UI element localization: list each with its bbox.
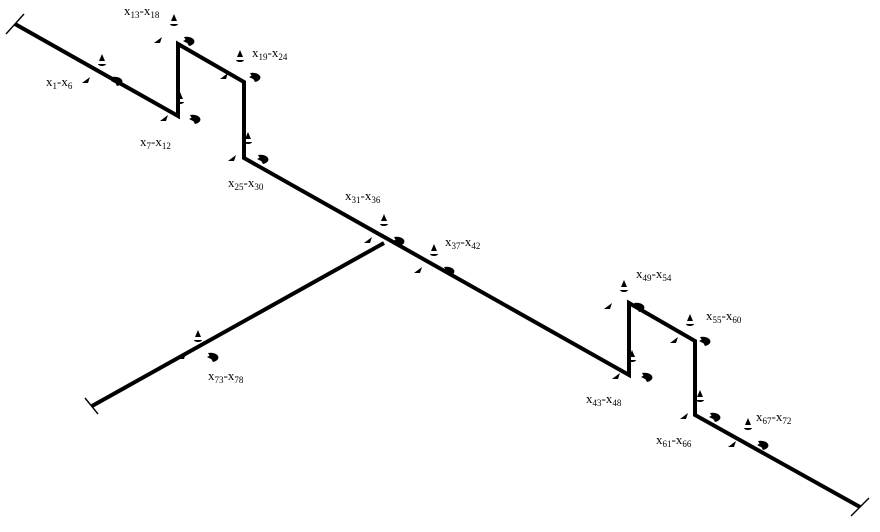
- anchor-bottom-right: [850, 497, 870, 517]
- dof-symbol: [604, 280, 645, 312]
- main-pipe-run: [14, 22, 861, 509]
- branch-pipe-run: [91, 241, 385, 408]
- node-label: x25-x30: [228, 175, 264, 192]
- anchor-bottom-left: [84, 397, 99, 415]
- node-label: x43-x48: [586, 391, 622, 408]
- anchor-top-left: [5, 13, 25, 35]
- node-label: x31-x36: [345, 188, 381, 205]
- node-label: x19-x24: [252, 45, 288, 62]
- node-label: x13-x18: [124, 3, 160, 20]
- node-label: x7-x12: [140, 134, 171, 151]
- node-label: x49-x54: [636, 266, 672, 283]
- node-label: x55-x60: [706, 308, 742, 325]
- node-label: x61-x66: [656, 432, 692, 449]
- dof-symbol: [82, 54, 123, 86]
- dof-symbol: [612, 350, 653, 382]
- node-label: x1-x6: [46, 74, 73, 91]
- node-label: x73-x78: [208, 368, 244, 385]
- dof-symbol: [154, 14, 195, 46]
- node-label: x37-x42: [445, 234, 480, 251]
- node-label: x67-x72: [756, 409, 791, 426]
